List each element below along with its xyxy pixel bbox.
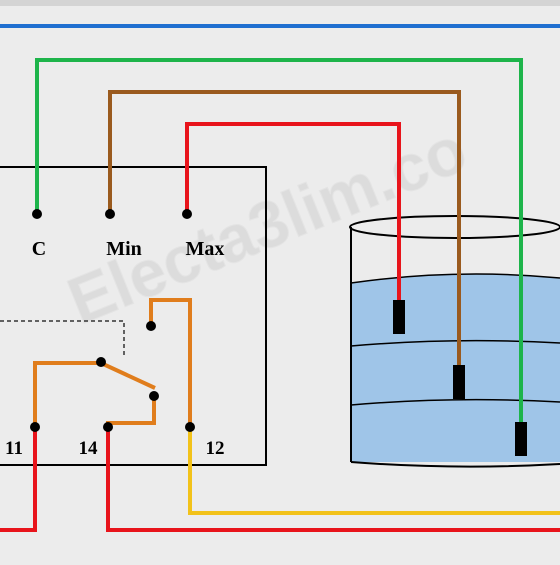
wire-brown bbox=[108, 90, 461, 366]
wire-red-output-11 bbox=[0, 427, 37, 532]
terminal-14-dot bbox=[103, 422, 113, 432]
terminal-12-label: 12 bbox=[206, 438, 225, 459]
top-rail-shadow bbox=[0, 0, 560, 6]
terminal-c-label: C bbox=[32, 238, 46, 260]
relay-pivot-dot bbox=[96, 357, 106, 367]
water-line-mid bbox=[350, 339, 560, 347]
controller-box bbox=[0, 166, 267, 466]
water-line-low bbox=[350, 398, 560, 406]
terminal-14-label: 14 bbox=[79, 438, 99, 459]
terminal-max-label: Max bbox=[186, 238, 225, 260]
wire-red-output-14 bbox=[106, 427, 560, 532]
tank-rim bbox=[349, 215, 560, 239]
relay-common-wire bbox=[33, 361, 156, 427]
relay-nc-contact-dot bbox=[146, 321, 156, 331]
relay-coil-link bbox=[0, 320, 125, 358]
water-surface bbox=[350, 273, 560, 284]
terminal-11-dot bbox=[30, 422, 40, 432]
relay-nc-wire bbox=[149, 298, 192, 427]
terminal-min-label: Min bbox=[106, 238, 142, 260]
wire-yellow-output-12 bbox=[188, 427, 560, 515]
terminal-c-dot bbox=[32, 209, 42, 219]
relay-no-wire bbox=[106, 396, 156, 427]
tank-bottom bbox=[350, 461, 560, 468]
water-tank bbox=[349, 215, 560, 468]
probe-common bbox=[515, 422, 527, 456]
wire-green bbox=[35, 58, 523, 423]
probe-max bbox=[393, 300, 405, 334]
terminal-12-dot bbox=[185, 422, 195, 432]
relay-no-contact-dot bbox=[149, 391, 159, 401]
terminal-max-dot bbox=[182, 209, 192, 219]
probe-min bbox=[453, 365, 465, 399]
top-rail bbox=[0, 24, 560, 28]
wire-red-probe bbox=[185, 122, 401, 301]
terminal-min-dot bbox=[105, 209, 115, 219]
terminal-11-label: 11 bbox=[5, 438, 23, 459]
